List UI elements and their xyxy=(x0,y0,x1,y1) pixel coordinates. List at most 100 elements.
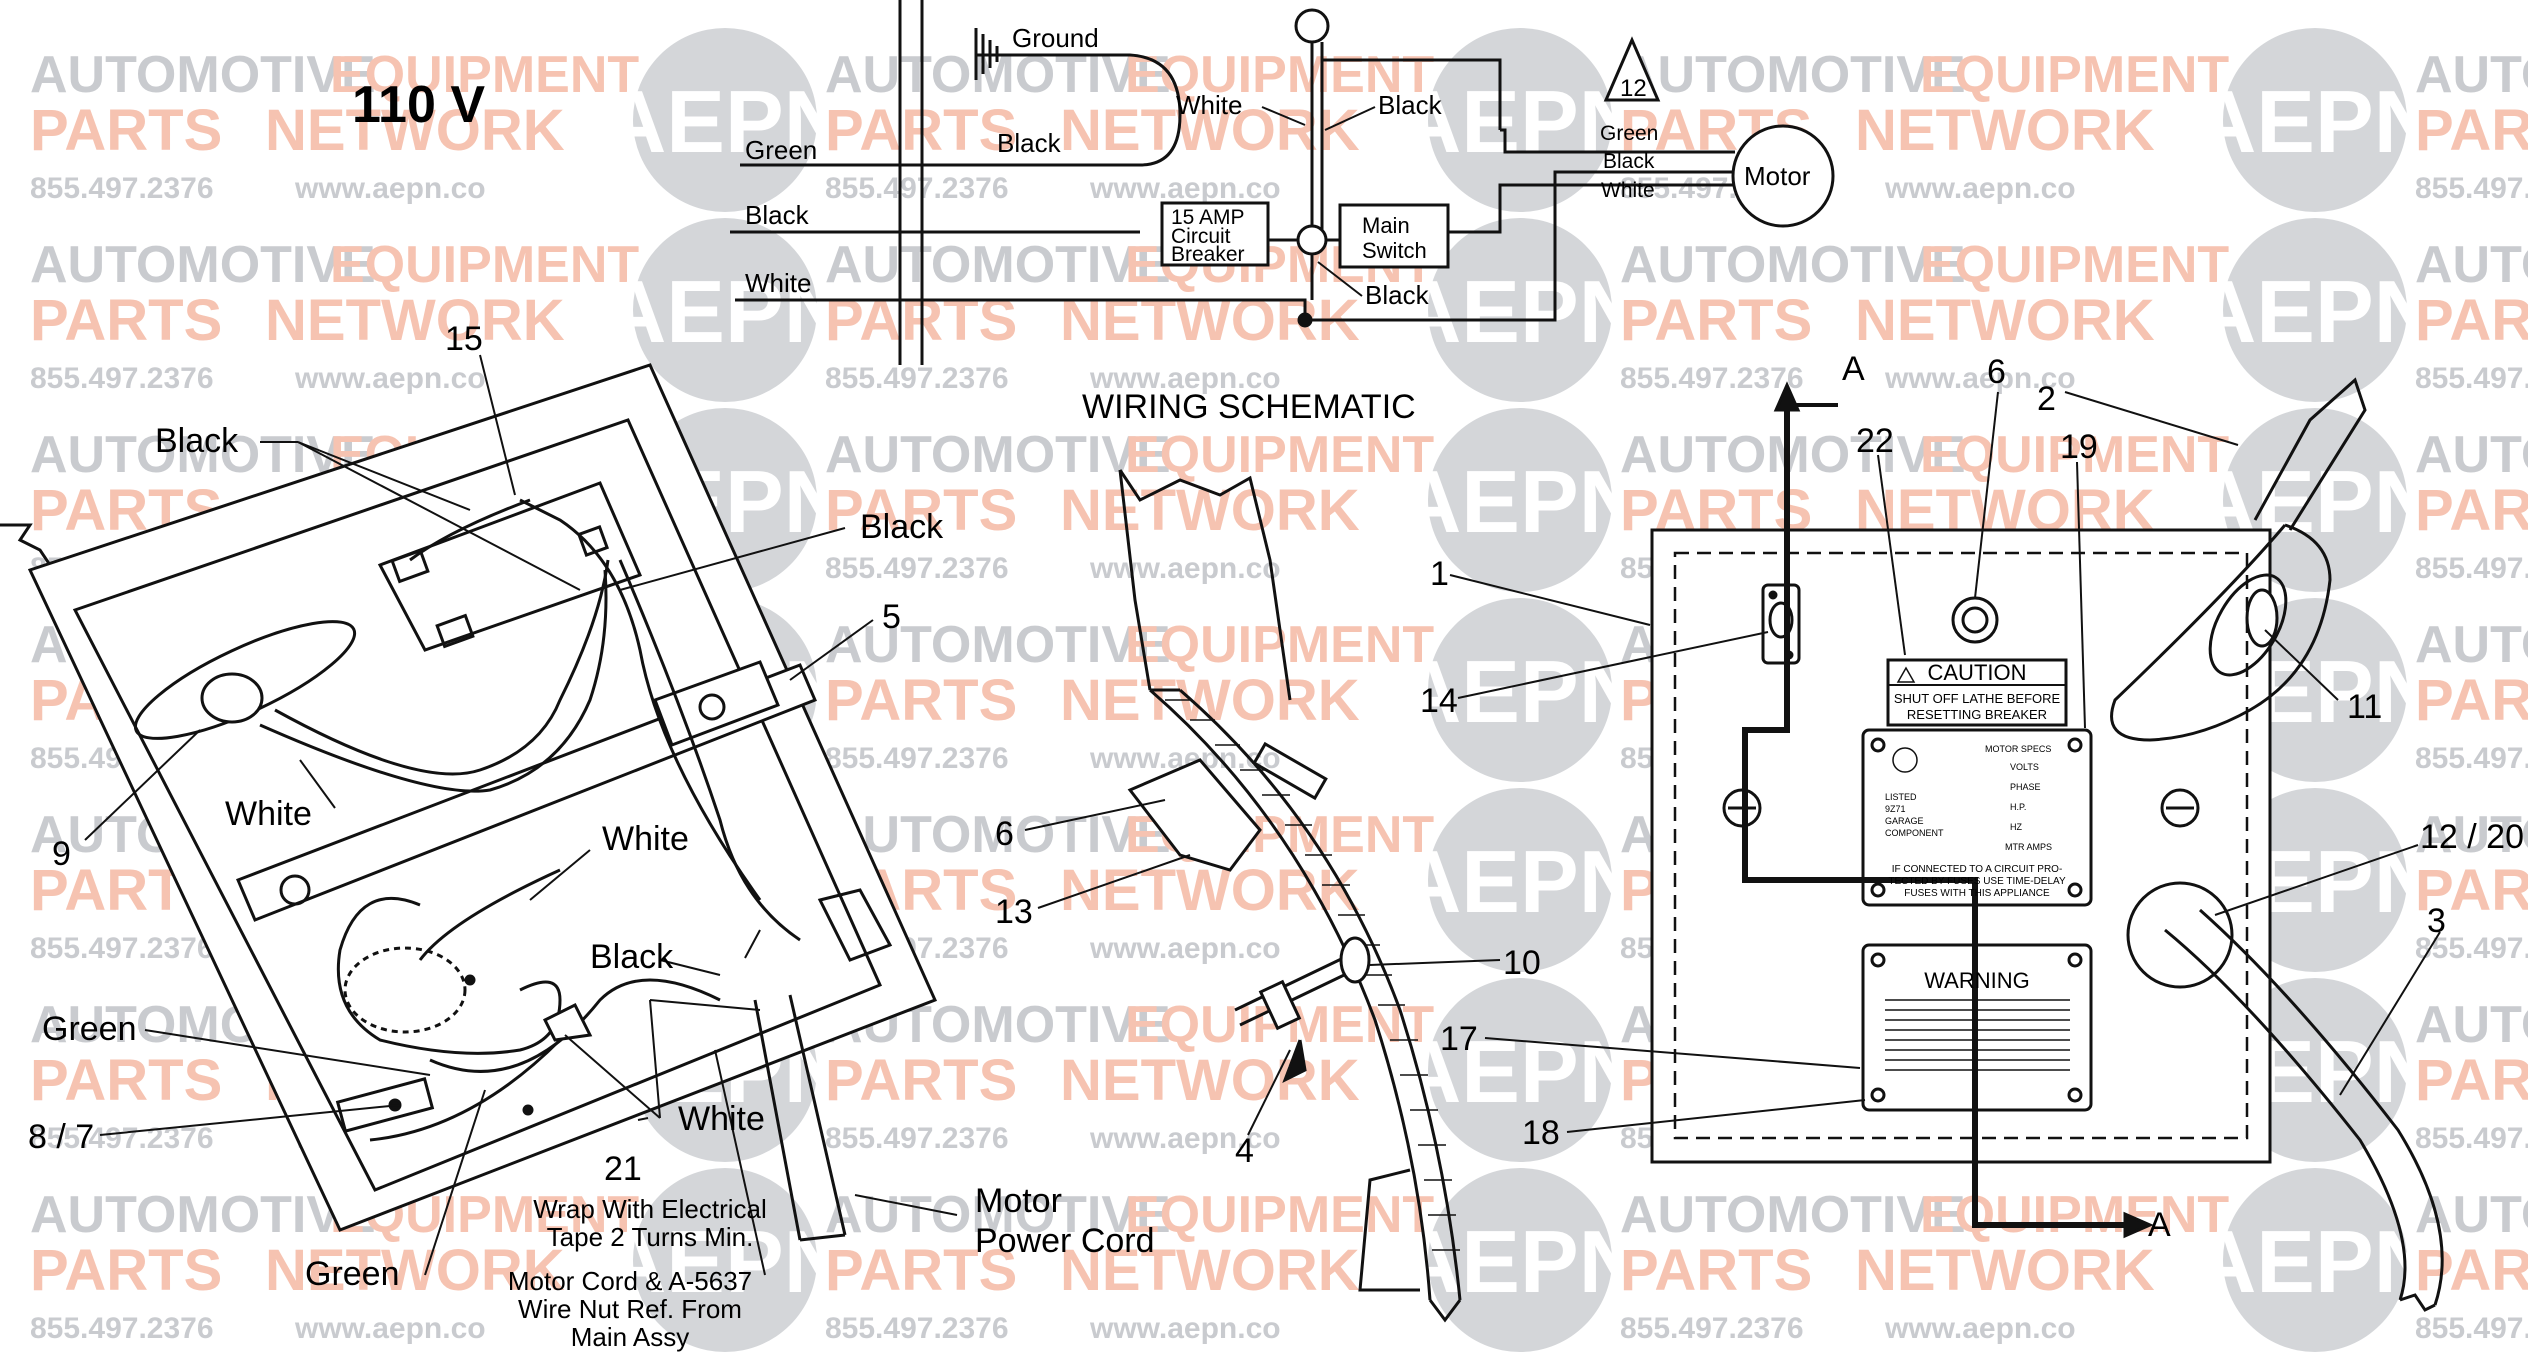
watermark-line1b: EQUIPMENT xyxy=(1920,236,2229,294)
watermark-url: www.aepn.co xyxy=(294,1312,486,1345)
watermark-line2b: NETWORK xyxy=(265,98,565,163)
watermark-line2a: PARTS xyxy=(2415,478,2528,543)
right-ref-3: 3 xyxy=(2427,902,2446,940)
watermark-phone: 855.497.2376 xyxy=(2415,362,2528,395)
plate-motor-specs: MOTOR SPECS xyxy=(1985,744,2051,754)
left-green-label: Green xyxy=(42,1010,137,1048)
watermark-url: www.aepn.co xyxy=(1089,1312,1281,1345)
right-ref-1: 1 xyxy=(1430,555,1449,593)
watermark-line2a: PARTS xyxy=(2415,288,2528,353)
watermark-line1a: AUTOMOTIVE xyxy=(2415,46,2528,104)
watermark-line2a: PARTS xyxy=(2415,668,2528,733)
watermark-line2a: PARTS xyxy=(825,1238,1017,1303)
right-ref-11: 11 xyxy=(2347,688,2382,726)
watermark-line2a: PARTS xyxy=(825,1048,1017,1113)
watermark-phone: 855.497.2376 xyxy=(30,362,214,395)
wire-nut-note-line-3: Main Assy xyxy=(571,1322,690,1352)
watermark-logo-circle xyxy=(2223,1168,2407,1352)
watermark-line2b: NETWORK xyxy=(1855,98,2155,163)
watermark-line1a: AUTOMOTIVE xyxy=(825,236,1171,294)
watermark-line2b: NETWORK xyxy=(1060,98,1360,163)
left-white-label-2: White xyxy=(602,820,689,858)
watermark-line1b: EQUIPMENT xyxy=(1125,1186,1434,1244)
ground-label: Ground xyxy=(1012,23,1099,53)
watermark-phone: 855.497.2376 xyxy=(2415,932,2528,965)
plate-amps: MTR AMPS xyxy=(2005,842,2052,852)
watermark-logo-circle xyxy=(1428,788,1612,972)
motor-cord-label-2: Power Cord xyxy=(975,1222,1155,1260)
watermark-phone: 855.497.2376 xyxy=(30,932,214,965)
mid-ref-4: 4 xyxy=(1235,1132,1254,1170)
section-a-top: A xyxy=(1842,350,1865,388)
watermark-line1a: AUTOMOTIVE xyxy=(825,1186,1171,1244)
ref-5: 5 xyxy=(882,598,901,636)
watermark-line2a: PARTS xyxy=(30,98,222,163)
watermark-line2a: PARTS xyxy=(30,1048,222,1113)
right-ref-6: 6 xyxy=(1987,353,2006,391)
left-white-label-3: White xyxy=(678,1100,765,1138)
watermark-url: www.aepn.co xyxy=(1884,362,2076,395)
wiring-schematic xyxy=(730,0,1835,365)
watermark-logo-text: AEPN xyxy=(2193,1212,2438,1311)
watermark-logo-circle xyxy=(1428,218,1612,402)
watermark-line2b: NETWORK xyxy=(1060,1238,1360,1303)
watermark-line2b: NETWORK xyxy=(1855,288,2155,353)
watermark-logo-text: AEPN xyxy=(1398,452,1643,551)
watermark-line1b: EQUIPMENT xyxy=(1920,426,2229,484)
watermark-line1b: EQUIPMENT xyxy=(1920,1186,2229,1244)
watermark-line1a: AUTOMOTIVE xyxy=(1620,46,1966,104)
ref-12-label: 12 xyxy=(1620,75,1647,102)
ref-21: 21 xyxy=(604,1150,642,1188)
mid-ref-13: 13 xyxy=(995,893,1033,931)
schematic-black-label: Black xyxy=(997,128,1062,158)
watermark-url: www.aepn.co xyxy=(294,172,486,205)
left-black-label-3: Black xyxy=(590,938,674,976)
ref-8-7: 8 / 7 xyxy=(28,1118,94,1156)
watermark-logo-circle xyxy=(1428,978,1612,1162)
caution-line-2: RESETTING BREAKER xyxy=(1907,707,2047,722)
right-ref-19: 19 xyxy=(2060,428,2098,466)
section-a-bottom: A xyxy=(2148,1206,2171,1244)
watermark-logo-text: AEPN xyxy=(603,72,848,171)
watermark-logo-circle xyxy=(2223,218,2407,402)
right-ref-17: 17 xyxy=(1440,1020,1478,1058)
watermark-line1a: AUTOMOTIVE xyxy=(825,426,1171,484)
plate-listed-3: GARAGE xyxy=(1885,816,1924,826)
watermark-line1a: AUTOMOTIVE xyxy=(2415,1186,2528,1244)
watermark-logo-text: AEPN xyxy=(1398,1022,1643,1121)
watermark-line2a: PARTS xyxy=(2415,98,2528,163)
voltage-label: 110 V xyxy=(352,76,485,134)
watermark-logo-circle xyxy=(1428,1168,1612,1352)
watermark-phone: 855.497.2376 xyxy=(825,742,1009,775)
watermark-line2a: PARTS xyxy=(825,478,1017,543)
watermark-phone: 855.497.2376 xyxy=(30,1312,214,1345)
watermark-phone: 855.497.2376 xyxy=(1620,1312,1804,1345)
schematic-green-label: Green xyxy=(745,135,817,165)
watermark-phone: 855.497.2376 xyxy=(2415,1122,2528,1155)
watermark-line2a: PARTS xyxy=(2415,1238,2528,1303)
watermark-line1a: AUTOMOTIVE xyxy=(2415,806,2528,864)
watermark-logo-text: AEPN xyxy=(1398,262,1643,361)
watermark-line2b: NETWORK xyxy=(265,288,565,353)
plate-note-1: IF CONNECTED TO A CIRCUIT PRO- xyxy=(1892,864,2063,875)
plate-listed-2: 9Z71 xyxy=(1885,804,1906,814)
middle-section-view xyxy=(1024,469,1501,1323)
watermark-line2b: NETWORK xyxy=(1060,478,1360,543)
watermark-line1a: AUTOMOTIVE xyxy=(1620,1186,1966,1244)
watermark-logo-text: AEPN xyxy=(1398,1212,1643,1311)
watermark-logo-circle xyxy=(1428,408,1612,592)
left-black-label-2: Black xyxy=(860,508,944,546)
watermark-line1a: AUTOMOTIVE xyxy=(30,1186,376,1244)
watermark-url: www.aepn.co xyxy=(1089,1122,1281,1155)
right-ref-18: 18 xyxy=(1522,1114,1560,1152)
motor-cord-label-1: Motor xyxy=(975,1182,1062,1220)
watermark-line1a: AUTOMOTIVE xyxy=(1620,236,1966,294)
watermark-phone: 855.497.2376 xyxy=(2415,1312,2528,1345)
schematic-title: WIRING SCHEMATIC xyxy=(1082,388,1416,426)
switch-label-2: Switch xyxy=(1362,238,1427,263)
watermark-url: www.aepn.co xyxy=(1089,172,1281,205)
watermark-url: www.aepn.co xyxy=(1884,172,2076,205)
motor-label: Motor xyxy=(1744,161,1811,191)
watermark-line2b: NETWORK xyxy=(1060,858,1360,923)
